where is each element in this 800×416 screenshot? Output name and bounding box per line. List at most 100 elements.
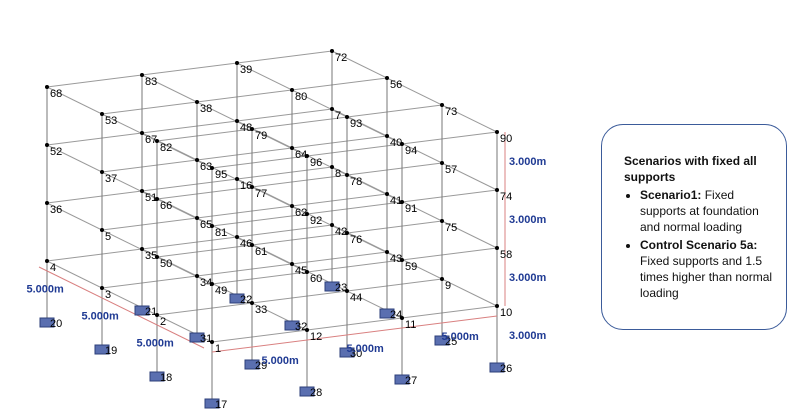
node-label: 10 [500,307,512,319]
node-dot [290,262,294,266]
fixed-support-icon [39,317,55,328]
beam-x [156,278,443,316]
node-dot [385,134,389,138]
dimension-bay-x: 5.000m [347,343,385,355]
node-dot [210,282,214,286]
node-label: 65 [200,219,212,231]
beam-y [141,190,308,273]
beam-y [236,120,403,203]
node-dot [140,247,144,251]
node-label: 96 [310,157,322,169]
node-dot [400,316,404,320]
node-label: 62 [295,207,307,219]
fixed-support-icon [204,398,220,409]
dimension-bay-y: 5.000m [82,311,120,323]
beam-x [156,220,443,258]
beam-x [46,224,333,262]
support-label: 28 [310,387,322,399]
node-dot [195,216,199,220]
beam-x [101,193,388,231]
node-label: 94 [405,145,417,157]
fixed-support-icon [244,359,260,370]
node-label: 42 [335,226,347,238]
node-dot [100,228,104,232]
node-label: 52 [50,146,62,158]
beam-y [46,202,213,285]
dimension-storey: 3.000m [509,330,547,342]
node-dot [305,270,309,274]
node-dot [45,85,49,89]
beam-x [211,247,498,285]
panel-title: Scenarios with fixed all supports [624,154,757,184]
support-label: 30 [350,348,362,360]
beam-x [46,166,333,204]
node-dot [250,127,254,131]
support-label: 21 [145,306,157,318]
node-dot [330,165,334,169]
node-dot [155,313,159,317]
node-dot [495,188,499,192]
fixed-support-icon [284,320,300,331]
beam-x [101,251,388,289]
node-label: 50 [160,258,172,270]
support-label: 29 [255,360,267,372]
node-dot [495,304,499,308]
node-label: 38 [200,103,212,115]
node-label: 4 [50,262,56,274]
node-label: 43 [390,253,402,265]
node-dot [400,258,404,262]
node-label: 59 [405,261,417,273]
node-dot [250,301,254,305]
beam-y [141,132,308,215]
dimension-storey: 3.000m [509,214,547,226]
scenario-panel: Scenarios with fixed all supports Scenar… [601,124,787,330]
node-label: 72 [335,52,347,64]
node-label: 83 [145,76,157,88]
support-label: 26 [500,363,512,375]
node-label: 45 [295,265,307,277]
support-label: 23 [335,282,347,294]
node-label: 37 [105,173,117,185]
beam-x [46,50,333,88]
node-dot [235,235,239,239]
support-label: 32 [295,321,307,333]
node-dot [400,200,404,204]
node-label: 57 [445,164,457,176]
scenario-1-name: Scenario1: [640,188,702,202]
node-dot [155,197,159,201]
support-label: 22 [240,294,252,306]
fixed-support-icon [134,305,150,316]
node-label: 81 [215,227,227,239]
node-dot [45,143,49,147]
node-label: 51 [145,192,157,204]
node-dot [440,161,444,165]
node-dot [345,115,349,119]
node-dot [210,166,214,170]
beam-y [236,178,403,261]
node-dot [235,119,239,123]
node-label: 34 [200,277,212,289]
node-label: 95 [215,169,227,181]
node-dot [495,246,499,250]
node-label: 91 [405,203,417,215]
beam-y [236,62,403,145]
scenario-2-name: Control Scenario 5a: [640,238,758,252]
dimension-storey: 3.000m [509,272,547,284]
fixed-support-icon [149,371,165,382]
fixed-support-icon [434,335,450,346]
fixed-support-icon [229,293,245,304]
node-dot [305,328,309,332]
node-label: 2 [160,316,166,328]
beam-x [211,305,498,343]
node-label: 58 [500,249,512,261]
beam-y [141,74,308,157]
node-label: 93 [350,118,362,130]
beam-x [46,108,333,146]
node-label: 73 [445,106,457,118]
beam-y [236,236,403,319]
node-label: 64 [295,149,307,161]
dimension-line-x [211,315,498,353]
node-label: 46 [240,238,252,250]
node-dot [100,112,104,116]
